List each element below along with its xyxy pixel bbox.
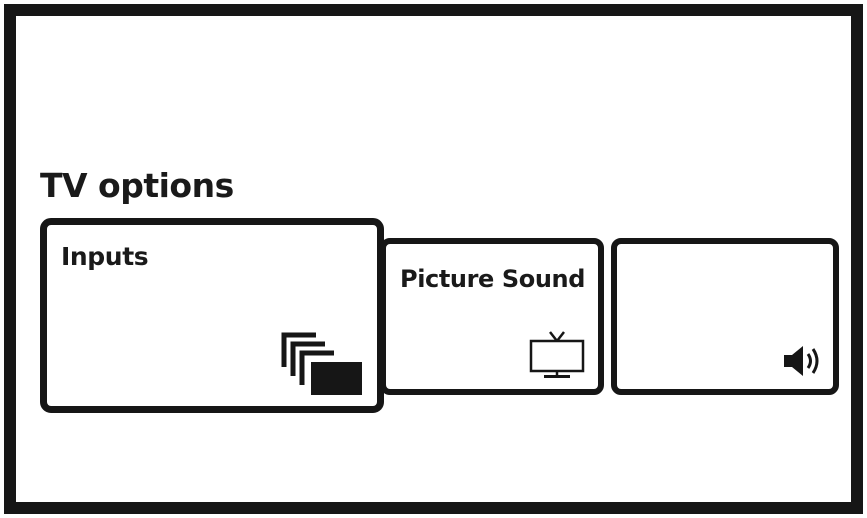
tile-sound[interactable] (611, 238, 839, 395)
tile-picture-label: Picture Sound (400, 265, 585, 293)
tv-icon (529, 331, 585, 378)
speaker-icon (784, 346, 819, 376)
inputs-stack-icon (281, 332, 362, 395)
tile-picture[interactable]: Picture Sound (380, 238, 604, 395)
tile-inputs-label: Inputs (61, 242, 149, 271)
tile-inputs[interactable]: Inputs (40, 218, 384, 413)
page-title: TV options (40, 166, 234, 205)
